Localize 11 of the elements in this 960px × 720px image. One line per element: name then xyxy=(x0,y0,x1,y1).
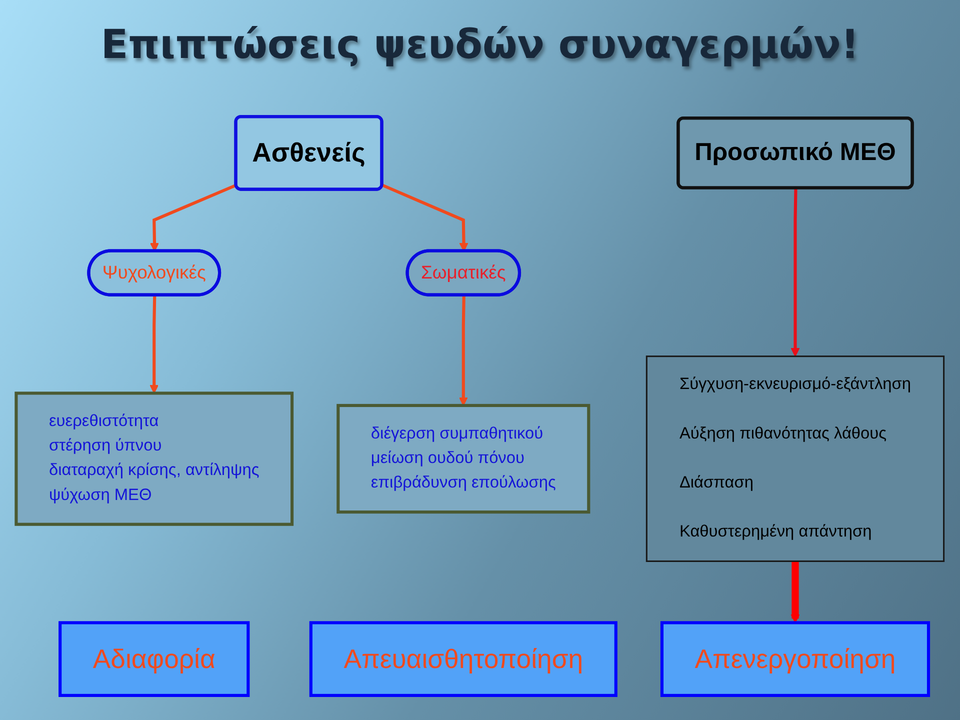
node-box: Αδιαφορία xyxy=(58,621,250,697)
arrow xyxy=(790,188,800,357)
arrow xyxy=(790,561,800,624)
arrow xyxy=(150,295,159,394)
arrow xyxy=(458,295,468,406)
title: Επιπτώσεις ψευδών συναγερμών! xyxy=(100,22,860,68)
node-box: διέγερση συμπαθητικού μείωση ουδού πόνου επιβράδυνση επούλωσης xyxy=(336,404,590,514)
node-box: Σύγχυση-εκνευρισμό-εξάντληση Αύξηση πιθανότητας λάθους Διάσπαση Καθυστερημένη απάντηση xyxy=(646,356,945,562)
node-box: Απευαισθητοποίηση xyxy=(309,621,618,697)
node-box: ευερεθιστότητα στέρηση ύπνου διαταραχή κρίσης, αντίληψης ψύχωση ΜΕΘ xyxy=(14,392,294,526)
node-box: Απενεργοποίηση xyxy=(660,621,930,697)
